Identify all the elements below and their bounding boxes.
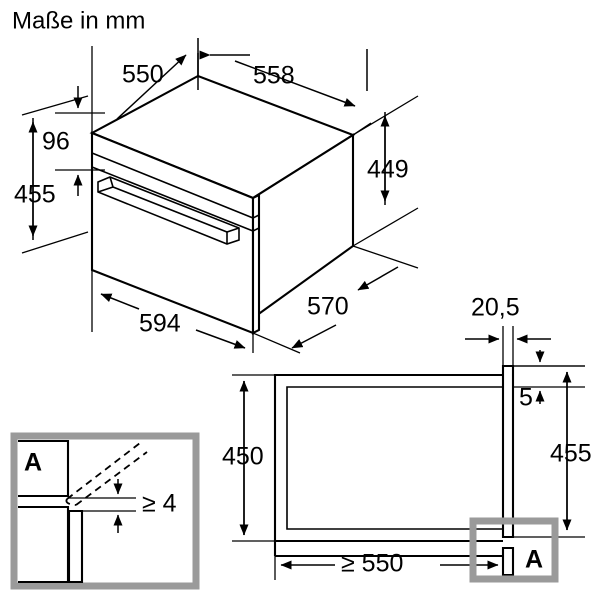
niche-door-panel-lower (501, 546, 515, 577)
oven-panel-split-line-2 (91, 166, 254, 232)
dimension-450: 450 (222, 374, 280, 542)
detail-door-panel (67, 509, 84, 584)
dimension-20-5: 20,5 (465, 294, 551, 366)
dimension-455-front-label: 455 (14, 181, 56, 209)
dimension-min-550: ≥ 550 (274, 541, 499, 580)
dimension-550: 550 (91, 38, 250, 133)
oven-panel-split-line (91, 152, 254, 219)
dimension-594-label: 594 (139, 310, 181, 338)
dimension-455-door: 455 (513, 365, 592, 538)
oven-panel-edge-tick (252, 214, 260, 219)
dimension-min-550-label: ≥ 550 (341, 550, 403, 578)
dimension-450-label: 450 (222, 443, 264, 471)
detail-a-frame (10, 432, 200, 590)
dimension-570: 570 (252, 245, 419, 354)
oven-handle (97, 176, 240, 245)
dimension-558: 558 (197, 38, 372, 136)
dimension-449-label: 449 (367, 156, 409, 184)
dimension-449: 449 (352, 95, 419, 247)
detail-marker-a-label: A (525, 546, 543, 574)
dimension-455-door-label: 455 (550, 440, 592, 468)
handle-top-fold (109, 176, 240, 233)
detail-a-view: ≥ 4 A (10, 432, 200, 590)
niche-cutout-drawing (273, 364, 515, 577)
handle-left-end (97, 186, 114, 193)
niche-inner-frame (286, 386, 503, 530)
oven-isometric-body (89, 74, 356, 335)
dimension-96: 96 (42, 86, 105, 196)
detail-door-hinge-arc (65, 498, 77, 506)
detail-a-title: A (24, 449, 42, 477)
dimension-570-label: 570 (307, 293, 349, 321)
detail-door-swing-upper (66, 442, 141, 500)
dimension-20-5-label: 20,5 (471, 294, 520, 322)
detail-upper-cabinet (18, 439, 70, 498)
dimension-550-label: 550 (122, 61, 164, 89)
units-note: Maße in mm (12, 7, 145, 34)
detail-clearance-label: ≥ 4 (142, 490, 177, 518)
dimension-455-front: 455 (14, 95, 89, 254)
detail-marker-a-box: A (469, 517, 559, 583)
dimension-558-label: 558 (253, 62, 295, 90)
dimension-5: 5 (513, 350, 585, 412)
dimension-594: 594 (91, 270, 254, 353)
oven-panel-edge-tick-2 (252, 227, 260, 232)
niche-door-panel (501, 364, 515, 539)
dimension-5-label: 5 (519, 384, 533, 412)
detail-door-swing-lower (75, 451, 148, 506)
dimension-96-label: 96 (42, 128, 70, 156)
niche-outer-frame (273, 373, 503, 543)
detail-lower-cabinet (18, 505, 70, 584)
detail-marker-a-frame (469, 517, 559, 583)
